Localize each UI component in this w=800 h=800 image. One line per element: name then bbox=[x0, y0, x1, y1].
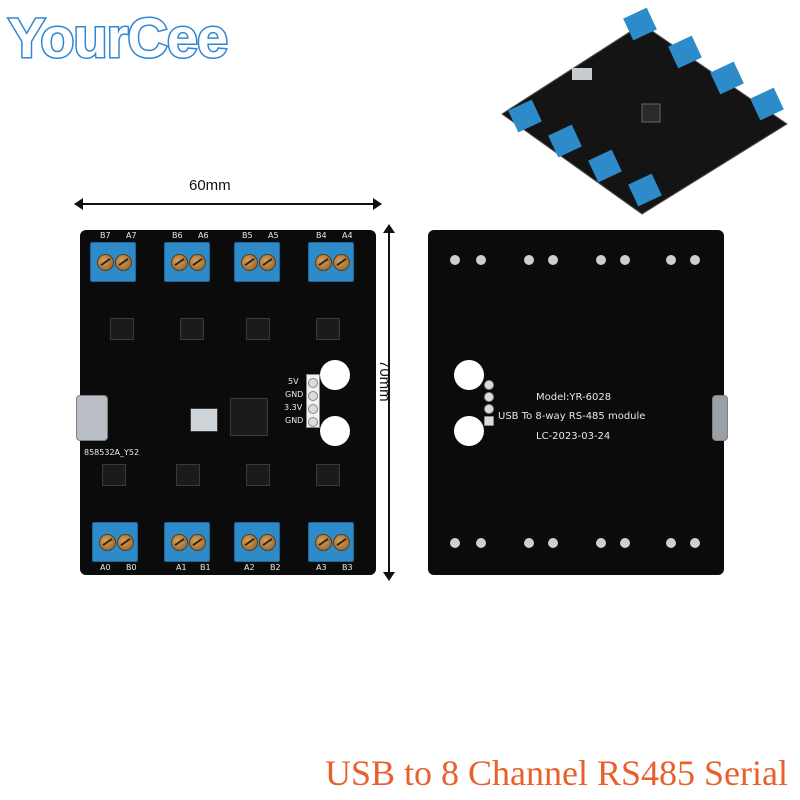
terminal-block bbox=[164, 242, 210, 282]
transceiver-chip bbox=[110, 318, 134, 340]
pin-header bbox=[306, 374, 320, 428]
logo-text: YourCee bbox=[6, 5, 229, 71]
terminal-label: A6 bbox=[198, 231, 209, 240]
brand-logo: YourCee bbox=[6, 5, 229, 71]
product-photo-3d bbox=[501, 7, 788, 215]
mounting-hole bbox=[320, 416, 350, 446]
transceiver-chip bbox=[180, 318, 204, 340]
terminal-label: A1 bbox=[176, 563, 187, 572]
terminal-label: A5 bbox=[268, 231, 279, 240]
usb-controller-chip bbox=[230, 398, 268, 436]
terminal-label: A2 bbox=[244, 563, 255, 572]
date-code: LC-2023-03-24 bbox=[536, 431, 611, 442]
terminal-label: A7 bbox=[126, 231, 137, 240]
mounting-hole bbox=[320, 360, 350, 390]
terminal-label: B1 bbox=[200, 563, 211, 572]
terminal-label: B6 bbox=[172, 231, 183, 240]
power-label: GND bbox=[285, 416, 304, 425]
terminal-block bbox=[308, 522, 354, 562]
terminal-label: A3 bbox=[316, 563, 327, 572]
transceiver-chip bbox=[176, 464, 200, 486]
terminal-block bbox=[234, 242, 280, 282]
width-dimension-label: 60mm bbox=[189, 177, 231, 194]
terminal-block bbox=[92, 522, 138, 562]
terminal-label: B2 bbox=[270, 563, 281, 572]
height-dimension-arrow bbox=[383, 224, 395, 581]
module-description: USB To 8-way RS-485 module bbox=[498, 411, 646, 422]
power-label: 3.3V bbox=[284, 403, 303, 412]
usb-c-connector-back bbox=[712, 395, 728, 441]
usb-c-connector bbox=[76, 395, 108, 441]
terminal-block bbox=[164, 522, 210, 562]
terminal-block bbox=[90, 242, 136, 282]
board-code: 858532A_Y52 bbox=[84, 448, 140, 457]
board-back-view: Model:YR-6028 USB To 8-way RS-485 module… bbox=[428, 230, 728, 575]
mounting-hole bbox=[454, 360, 484, 390]
power-label: 5V bbox=[288, 377, 299, 386]
terminal-label: B5 bbox=[242, 231, 253, 240]
terminal-block bbox=[308, 242, 354, 282]
transceiver-chip bbox=[316, 318, 340, 340]
model-label: Model:YR-6028 bbox=[536, 392, 612, 403]
board-front-view: B7 A7 B6 A6 B5 A5 B4 A4 858532A_Y52 5V G… bbox=[76, 230, 376, 575]
power-label: GND bbox=[285, 390, 304, 399]
terminal-label: B0 bbox=[126, 563, 137, 572]
terminal-label: B3 bbox=[342, 563, 353, 572]
terminal-label: A0 bbox=[100, 563, 111, 572]
width-dimension-arrow bbox=[74, 198, 382, 210]
terminal-block bbox=[234, 522, 280, 562]
terminal-label: B7 bbox=[100, 231, 111, 240]
crystal bbox=[190, 408, 218, 432]
height-dimension-label: 70mm bbox=[376, 360, 393, 402]
terminal-label: A4 bbox=[342, 231, 353, 240]
mounting-hole bbox=[454, 416, 484, 446]
transceiver-chip bbox=[246, 464, 270, 486]
transceiver-chip bbox=[316, 464, 340, 486]
transceiver-chip bbox=[102, 464, 126, 486]
terminal-label: B4 bbox=[316, 231, 327, 240]
transceiver-chip bbox=[246, 318, 270, 340]
product-caption: USB to 8 Channel RS485 Serial bbox=[324, 753, 788, 793]
